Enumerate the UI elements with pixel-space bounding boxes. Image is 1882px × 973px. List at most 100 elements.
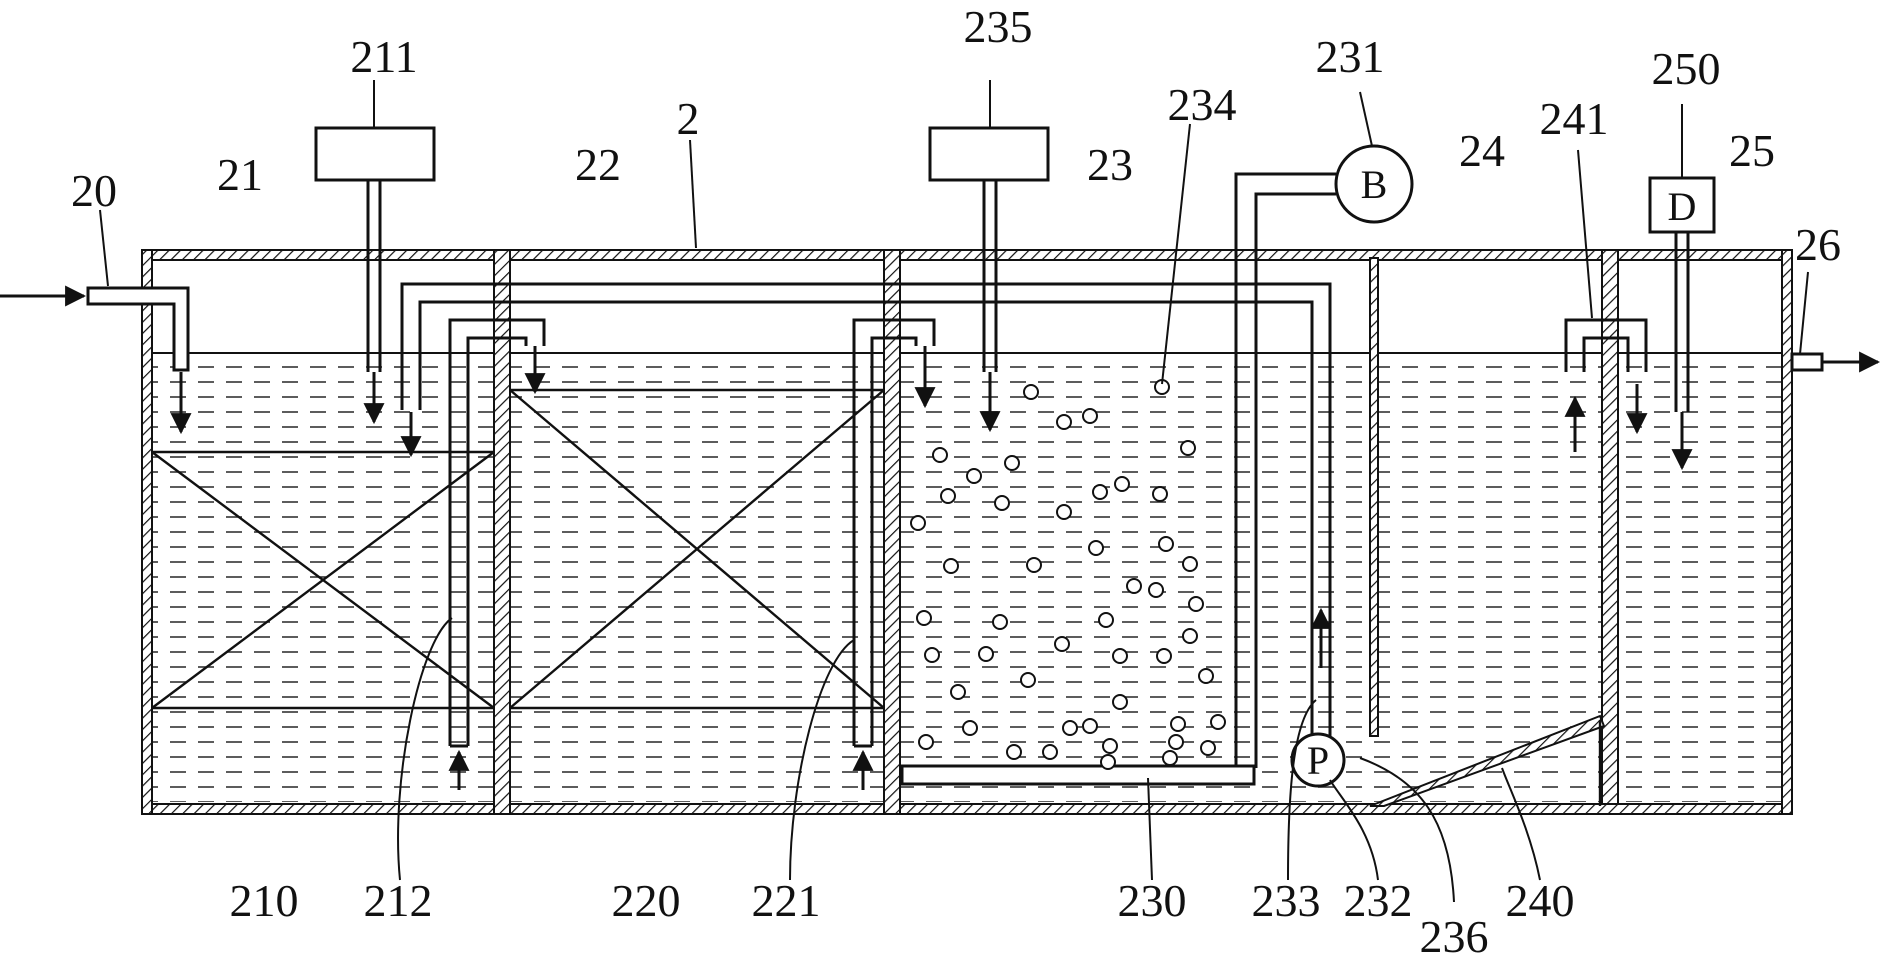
bubble: [1114, 476, 1130, 492]
bubble: [1006, 744, 1022, 760]
label-tank-22: 22: [575, 139, 621, 190]
bubble: [1162, 750, 1178, 766]
siphon-pipe-241: [1564, 318, 1648, 372]
inlet-pipe: [86, 286, 190, 372]
bubble: [1082, 718, 1098, 734]
label-pipe-233: 233: [1252, 875, 1321, 926]
diffuser-230: [900, 764, 1256, 786]
label-tank-24: 24: [1459, 125, 1505, 176]
bubble: [994, 495, 1010, 511]
bubble: [1042, 744, 1058, 760]
label-pipe-221: 221: [752, 875, 821, 926]
label-diffuser-230: 230: [1118, 875, 1187, 926]
bubble: [1056, 414, 1072, 430]
bubble: [1004, 455, 1020, 471]
bubble: [916, 610, 932, 626]
reference-labels: 20 21 211 2 22 235 23 234 231 24 241 250…: [71, 1, 1841, 962]
label-outlet: 26: [1795, 219, 1841, 270]
bubble: [1158, 536, 1174, 552]
bubble: [1168, 734, 1184, 750]
dosing-tank-250: [1648, 176, 1716, 234]
bubble: [1054, 636, 1070, 652]
water-fill: [152, 352, 1782, 802]
tank-top-wall: [141, 249, 1793, 261]
media-bed-220: [509, 388, 885, 710]
bubble: [1112, 694, 1128, 710]
label-media-220: 220: [612, 875, 681, 926]
air-pipe: [1234, 172, 1336, 768]
bubble: [1152, 486, 1168, 502]
dosing-pipe-211: [366, 180, 382, 372]
dosing-letter: D: [1668, 184, 1697, 229]
bubble: [910, 515, 926, 531]
bubble: [1198, 668, 1214, 684]
dosing-pipe-235: [982, 180, 998, 372]
label-pipe-212: 212: [364, 875, 433, 926]
return-pipe: [400, 282, 1332, 780]
tank-walls: [141, 249, 1793, 815]
bubble: [1026, 557, 1042, 573]
airlift-pipe-221: [852, 318, 936, 748]
blower: [1334, 144, 1414, 224]
label-bubbles-234: 234: [1168, 79, 1237, 130]
label-blower-231: 231: [1316, 31, 1385, 82]
bubble: [943, 558, 959, 574]
bubble: [1188, 596, 1204, 612]
bubble: [950, 684, 966, 700]
label-dosing-211: 211: [350, 31, 417, 82]
bubble: [1182, 628, 1198, 644]
bubble: [1156, 648, 1172, 664]
bubble: [1210, 714, 1226, 730]
dosing-tank-211: [314, 126, 436, 182]
bubble: [1092, 484, 1108, 500]
bubble: [1098, 612, 1114, 628]
bubble: [940, 488, 956, 504]
tank-bottom-wall: [141, 803, 1793, 815]
bubble: [1126, 578, 1142, 594]
leader-lines: [99, 80, 1809, 903]
bubble: [932, 447, 948, 463]
partition-24-25: [1601, 249, 1619, 805]
blower-letter: B: [1361, 162, 1388, 207]
label-plate-240: 240: [1506, 875, 1575, 926]
bubble: [1062, 720, 1078, 736]
label-tank-25: 25: [1729, 125, 1775, 176]
bubble: [1102, 738, 1118, 754]
bubble: [1100, 754, 1116, 770]
label-tank-21: 21: [217, 149, 263, 200]
pump: [1290, 732, 1346, 788]
bubble: [924, 647, 940, 663]
label-media-210: 210: [230, 875, 299, 926]
bubble: [992, 614, 1008, 630]
dosing-tank-235: [928, 126, 1050, 182]
label-system-2: 2: [677, 93, 700, 144]
bubble: [1082, 408, 1098, 424]
bubble: [966, 468, 982, 484]
partition-22-23: [883, 249, 901, 815]
bubble: [1088, 540, 1104, 556]
label-236: 236: [1420, 911, 1489, 962]
pump-letter: P: [1307, 738, 1329, 783]
sloped-plate-240: [1369, 714, 1606, 807]
bubble: [918, 734, 934, 750]
label-tank-23: 23: [1087, 139, 1133, 190]
bubble: [978, 646, 994, 662]
partition-21-22: [493, 249, 511, 815]
bubble: [1020, 672, 1036, 688]
bubble: [1170, 716, 1186, 732]
baffle-24: [1369, 257, 1379, 737]
airlift-pipe-212: [448, 318, 546, 748]
bubble: [1148, 582, 1164, 598]
media-bed-210: [151, 450, 495, 710]
tank-left-wall: [141, 249, 153, 815]
label-inlet: 20: [71, 165, 117, 216]
label-pipe-241: 241: [1540, 93, 1609, 144]
bubble: [962, 720, 978, 736]
bubble: [1023, 384, 1039, 400]
outlet-pipe: [1790, 352, 1824, 372]
bubble: [1200, 740, 1216, 756]
bubbles: [910, 379, 1226, 770]
label-pump-232: 232: [1344, 875, 1413, 926]
